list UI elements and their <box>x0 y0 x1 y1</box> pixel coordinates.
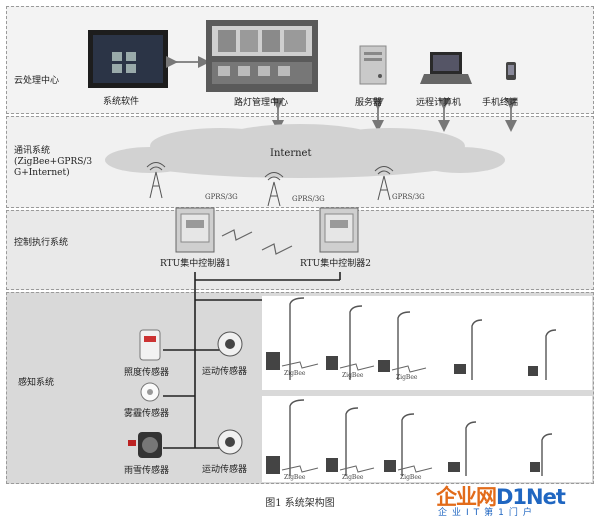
server-icon <box>359 45 387 85</box>
software-screen-icon <box>88 30 168 88</box>
rtu-controller-1-label: RTU集中控制器1 <box>160 259 231 269</box>
mobile-phone-icon <box>506 62 516 80</box>
illuminance-sensor-icon <box>139 329 161 361</box>
zigbee-label: ZigBee <box>284 474 306 481</box>
fog-sensor-icon <box>140 382 160 402</box>
brand-logo: 企业网D1Net <box>436 481 566 511</box>
zigbee-label: ZigBee <box>342 474 364 481</box>
zigbee-label: ZigBee <box>396 374 418 381</box>
motion-sensor-icon <box>217 429 243 455</box>
gprs-label-1: GPRS/3G <box>205 193 238 201</box>
figure-caption: 图1 系统架构图 <box>265 498 335 509</box>
zigbee-label: ZigBee <box>400 474 422 481</box>
server-label: 服务器 <box>355 98 383 108</box>
internet-cloud-icon <box>105 124 505 178</box>
motion-sensor-icon <box>217 331 243 357</box>
control-center-photo-icon <box>206 20 318 92</box>
control-layer <box>6 210 594 290</box>
laptop-icon <box>420 52 472 84</box>
brand-name: 企业网 <box>436 485 497 509</box>
illuminance-sensor-label: 照度传感器 <box>124 368 170 378</box>
motion-sensor-2-label: 运动传感器 <box>202 465 248 475</box>
gprs-label-3: GPRS/3G <box>392 193 425 201</box>
street-lamp-icon <box>289 297 557 476</box>
system-software-label: 系统软件 <box>103 97 140 107</box>
communication-layer-label: 通讯系统 (ZigBee+GPRS/3 G+Internet) <box>14 146 93 178</box>
mobile-terminal-label: 手机终端 <box>482 98 519 108</box>
rtu-controller-1-icon <box>175 207 215 253</box>
rain-snow-sensor-icon <box>128 432 162 458</box>
antenna-tower-icon <box>264 172 284 207</box>
fog-haze-sensor-label: 雾霾传感器 <box>124 409 170 419</box>
control-layer-label: 控制执行系统 <box>14 238 69 248</box>
gprs-label-2: GPRS/3G <box>292 195 325 203</box>
wireless-link-icon <box>221 229 253 241</box>
street-light-center-label: 路灯管理中心 <box>234 98 289 108</box>
brand-slogan: 企业IT第1门户 <box>438 508 537 518</box>
lamp-controller-box <box>266 352 540 474</box>
internet-label: Internet <box>270 148 312 159</box>
zigbee-label: ZigBee <box>284 370 306 377</box>
zigbee-label: ZigBee <box>342 372 364 379</box>
wireless-link-icon <box>261 243 293 255</box>
rain-snow-sensor-label: 雨雪传感器 <box>124 466 170 476</box>
rtu-controller-2-label: RTU集中控制器2 <box>300 259 371 269</box>
zigbee-link-icon <box>281 361 433 473</box>
antenna-tower-icon <box>374 166 394 201</box>
cloud-layer-label: 云处理中心 <box>14 76 60 86</box>
brand-watermark: 企业网D1Net 企业IT第1门户 <box>436 481 596 518</box>
motion-sensor-1-label: 运动传感器 <box>202 367 248 377</box>
street-light-panel-upper <box>262 296 592 390</box>
sensing-layer-label: 感知系统 <box>18 378 55 388</box>
brand-net: D1Net <box>496 485 566 509</box>
antenna-tower-icon <box>146 162 166 199</box>
remote-computer-label: 远程计算机 <box>416 98 462 108</box>
sensor-wiring <box>163 272 341 449</box>
rtu-controller-2-icon <box>319 207 359 253</box>
